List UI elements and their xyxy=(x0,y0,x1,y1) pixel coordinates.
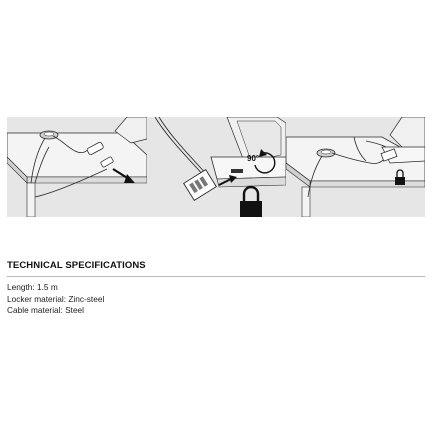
spec-locker-material: Locker material: Zinc-steel xyxy=(7,293,105,304)
instruction-panel-3 xyxy=(286,117,425,217)
technical-specifications: TECHNICAL SPECIFICATIONS Length: 1.5 m L… xyxy=(7,260,427,317)
cable-around-desk-illustration xyxy=(7,117,147,217)
instruction-panels: 90° xyxy=(7,117,425,217)
spec-cable-material: Cable material: Steel xyxy=(7,305,85,316)
padlock-icon xyxy=(240,185,262,217)
instruction-panel-1 xyxy=(7,117,147,217)
small-padlock-icon xyxy=(395,169,405,185)
rotation-label: 90° xyxy=(247,154,259,163)
specs-heading: TECHNICAL SPECIFICATIONS xyxy=(7,260,146,271)
locked-laptop-illustration xyxy=(286,117,425,217)
spec-length: Length: 1.5 m xyxy=(7,282,58,292)
instruction-panel-2: 90° xyxy=(147,117,286,217)
specs-list: Length: 1.5 m Locker material: Zinc-stee… xyxy=(7,282,427,317)
insert-lock-illustration: 90° xyxy=(147,117,286,217)
divider xyxy=(7,276,425,277)
